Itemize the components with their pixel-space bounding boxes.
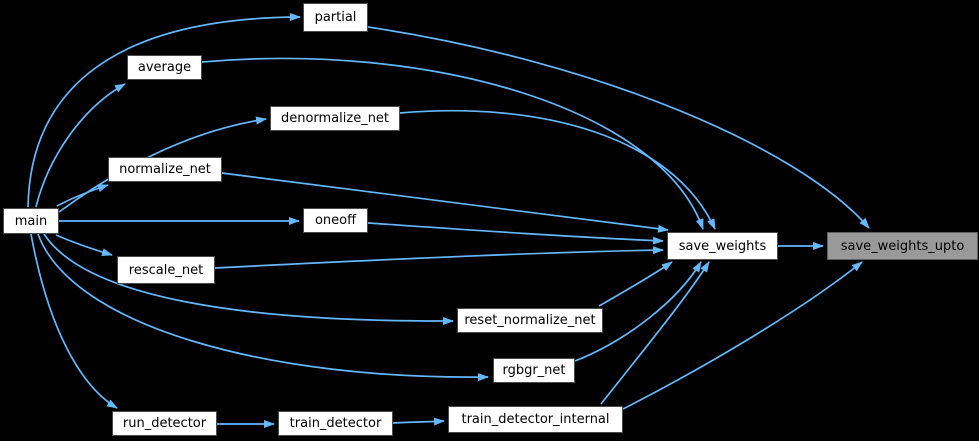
node-main[interactable]: main <box>3 208 59 234</box>
node-train_detector[interactable]: train_detector <box>278 411 393 436</box>
edge-average-to-save_weights <box>201 57 704 230</box>
edge-train_detector-to-train_detector_internal <box>392 417 445 426</box>
edge-main-to-rescale_net <box>55 234 113 256</box>
node-denormalize_net[interactable]: denormalize_net <box>270 106 400 131</box>
node-save_weights[interactable]: save_weights <box>667 232 778 260</box>
edge-oneoff-to-save_weights <box>367 222 664 245</box>
node-normalize_net[interactable]: normalize_net <box>108 157 222 182</box>
edge-main-to-average <box>35 83 126 208</box>
node-average[interactable]: average <box>127 55 202 80</box>
node-save_weights_upto[interactable]: save_weights_upto <box>827 232 978 260</box>
edge-denormalize_net-to-save_weights <box>399 109 716 230</box>
edge-main-to-rgbgr_net <box>37 233 489 382</box>
edge-main-to-reset_normalize_net <box>43 233 454 326</box>
edge-rgbgr_net-to-save_weights <box>574 261 702 362</box>
edge-train_detector_internal-to-save_weights_upto <box>622 261 863 410</box>
edge-normalize_net-to-save_weights <box>221 172 669 233</box>
node-train_detector_internal[interactable]: train_detector_internal <box>448 406 623 433</box>
node-run_detector[interactable]: run_detector <box>112 411 217 436</box>
edge-main-to-normalize_net <box>56 184 109 207</box>
node-reset_normalize_net[interactable]: reset_normalize_net <box>457 308 603 333</box>
edge-rescale_net-to-save_weights <box>214 246 664 269</box>
node-rescale_net[interactable]: rescale_net <box>117 256 215 284</box>
edge-partial-to-save_weights_upto <box>367 26 870 229</box>
node-partial[interactable]: partial <box>303 3 368 32</box>
edge-main-to-run_detector <box>30 233 118 409</box>
node-rgbgr_net[interactable]: rgbgr_net <box>493 358 575 383</box>
edge-main-to-partial <box>27 13 301 208</box>
edge-train_detector_internal-to-save_weights <box>600 261 710 405</box>
node-oneoff[interactable]: oneoff <box>303 208 368 233</box>
edge-reset_normalize_net-to-save_weights <box>598 261 673 307</box>
